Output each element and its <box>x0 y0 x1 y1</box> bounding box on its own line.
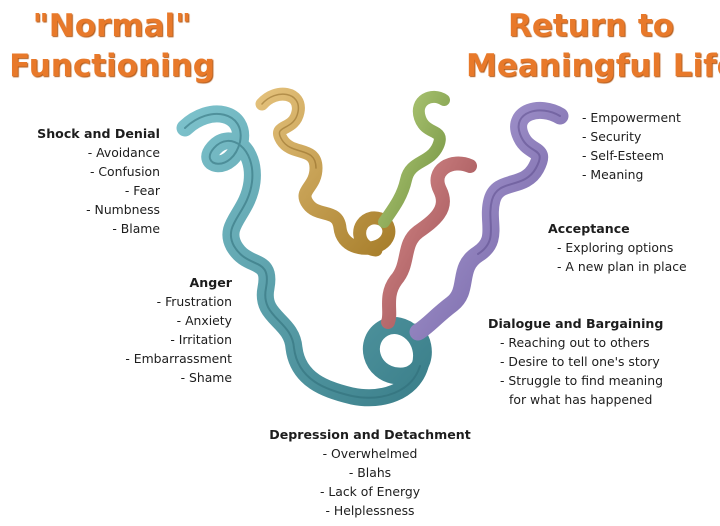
ribbon-green <box>378 90 450 228</box>
list-item: Avoidance <box>20 143 160 162</box>
stage-title: Anger <box>189 275 232 290</box>
stage-dialogue-and-bargaining: Dialogue and Bargaining Reaching out to … <box>488 314 663 409</box>
list-item: Blame <box>20 219 160 238</box>
list-item: Overwhelmed <box>268 444 472 463</box>
headline-return-to-meaningful-life: Return to Meaningful Life <box>466 6 720 86</box>
list-item: Struggle to find meaning <box>500 371 663 390</box>
ribbon-rose <box>381 156 477 329</box>
stage-anger: Anger Frustration Anxiety Irritation Emb… <box>90 273 232 387</box>
list-item: Security <box>582 127 681 146</box>
headline-right-line2: Meaningful Life <box>466 48 720 84</box>
list-item: Helplessness <box>268 501 472 520</box>
list-item: Meaning <box>582 165 681 184</box>
ribbon-gold <box>255 87 396 257</box>
stage-depression-and-detachment: Depression and Detachment Overwhelmed Bl… <box>268 425 472 520</box>
list-item: Fear <box>20 181 160 200</box>
list-item: Shame <box>90 368 232 387</box>
headline-right-line1: Return to <box>507 8 675 44</box>
list-item: Desire to tell one's story <box>500 352 663 371</box>
list-item: Irritation <box>90 330 232 349</box>
list-item: Frustration <box>90 292 232 311</box>
list-item: Confusion <box>20 162 160 181</box>
stage-meaningful-life-outcomes: Empowerment Security Self-Esteem Meaning <box>582 108 681 184</box>
list-item-continuation: for what has happened <box>509 392 653 407</box>
stage-shock-and-denial: Shock and Denial Avoidance Confusion Fea… <box>20 124 160 238</box>
stage-title: Acceptance <box>548 221 630 236</box>
list-item: Numbness <box>20 200 160 219</box>
ribbon-teal <box>176 105 432 407</box>
stage-title: Depression and Detachment <box>269 427 471 442</box>
list-item: Lack of Energy <box>268 482 472 501</box>
list-item: Exploring options <box>557 238 687 257</box>
stage-title: Shock and Denial <box>37 126 160 141</box>
list-item: Anxiety <box>90 311 232 330</box>
headline-left-line1: "Normal" <box>32 8 192 44</box>
list-item: Self-Esteem <box>582 146 681 165</box>
list-item: Reaching out to others <box>500 333 663 352</box>
list-item: A new plan in place <box>557 257 686 276</box>
stage-title: Dialogue and Bargaining <box>488 316 664 331</box>
stage-acceptance: Acceptance Exploring options A new plan … <box>548 219 687 276</box>
list-item: Blahs <box>268 463 472 482</box>
list-item: Empowerment <box>582 108 680 127</box>
headline-normal-functioning: "Normal" Functioning <box>8 6 216 86</box>
ribbon-purple <box>409 101 569 341</box>
list-item: Embarrassment <box>90 349 232 368</box>
headline-left-line2: Functioning <box>9 48 215 84</box>
